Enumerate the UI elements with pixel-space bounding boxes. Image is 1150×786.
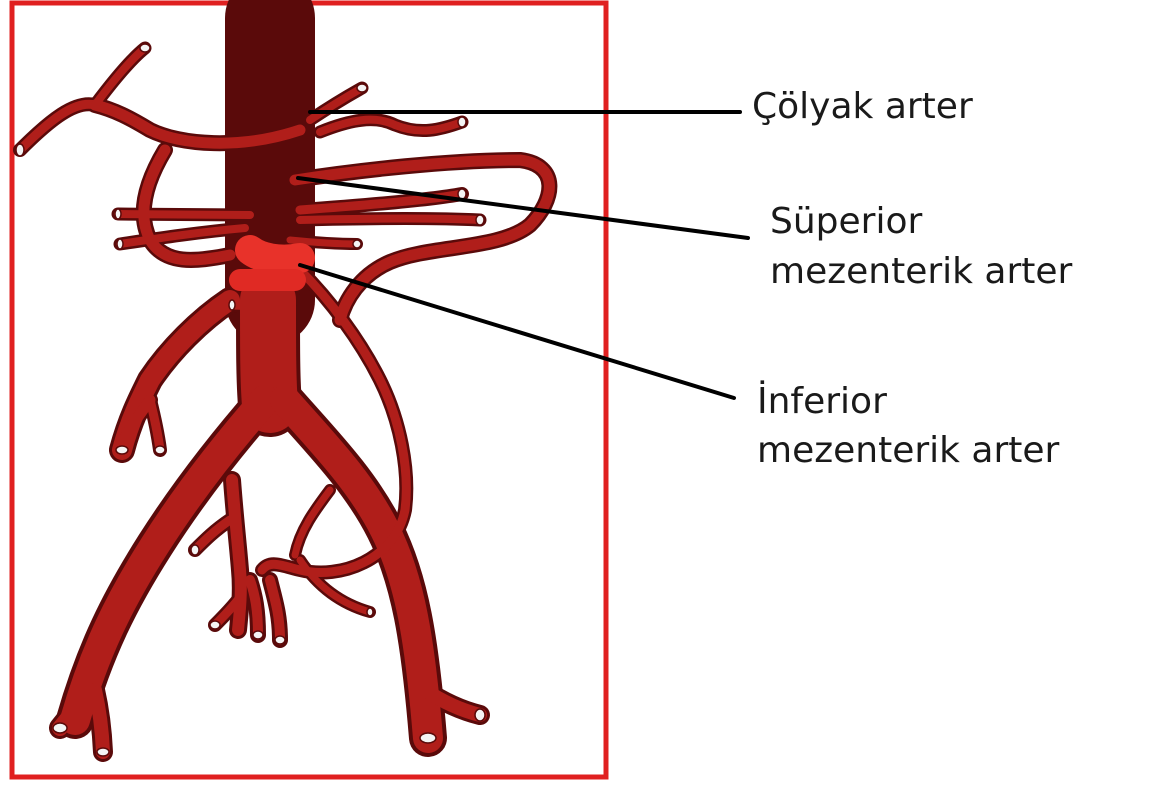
leader-line-inferior-mesenteric xyxy=(300,265,734,398)
label-inferior-mesenteric-line-1: İnferior xyxy=(757,378,887,426)
label-superior-mesenteric-line-1: Süperior xyxy=(770,198,922,246)
label-inferior-mesenteric-line-2: mezenterik arter xyxy=(757,427,1059,475)
label-celiac-artery: Çölyak arter xyxy=(752,83,973,131)
label-superior-mesenteric-line-2: mezenterik arter xyxy=(770,248,1072,296)
